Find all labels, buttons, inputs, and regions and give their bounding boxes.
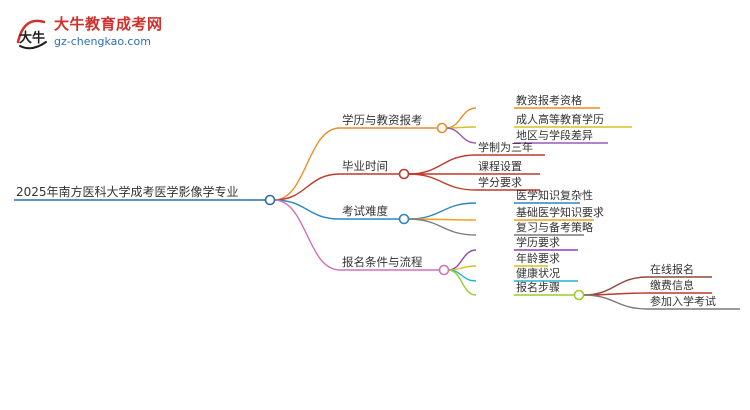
leaf-node-2-0-label: 医学知识复杂性 — [516, 188, 593, 202]
edge-branch-3-leaf-1 — [447, 265, 477, 271]
branch-node-2-label: 考试难度 — [342, 204, 388, 218]
branch-node-0-knob[interactable] — [436, 122, 448, 134]
branch-node-3-label: 报名条件与流程 — [342, 255, 423, 269]
leaf-node-2-1-label: 基础医学知识要求 — [516, 205, 604, 219]
sub-node-2-label: 参加入学考试 — [650, 294, 716, 308]
leaf-node-2-1[interactable]: 基础医学知识要求 — [514, 205, 604, 221]
leaf-node-1-0-label: 学制为三年 — [478, 140, 533, 154]
leaf-node-0-2[interactable]: 地区与学段差异 — [514, 128, 608, 144]
leaf-node-2-0[interactable]: 医学知识复杂性 — [514, 188, 593, 204]
leaf-node-0-2-label: 地区与学段差异 — [516, 128, 593, 142]
branch-node-1[interactable]: 毕业时间 — [340, 159, 400, 175]
leaf-node-0-0[interactable]: 教资报考资格 — [514, 93, 600, 109]
edge-layer — [273, 107, 649, 310]
edge-branch-3-leaf-0 — [447, 249, 477, 271]
edge-leaf-3-3-sub-0 — [582, 276, 649, 296]
leaf-node-3-2[interactable]: 健康状况 — [514, 266, 578, 282]
edge-leaf-3-3-sub-2 — [582, 294, 649, 310]
sub-node-1[interactable]: 缴费信息 — [648, 278, 712, 294]
edge-branch-1-leaf-0 — [407, 154, 477, 175]
root-node[interactable]: 2025年南方医科大学成考医学影像学专业 — [14, 184, 268, 201]
edge-root-branch-1 — [273, 173, 341, 201]
sub-node-0-label: 在线报名 — [650, 262, 694, 276]
branch-node-3[interactable]: 报名条件与流程 — [340, 255, 440, 271]
branch-node-0[interactable]: 学历与教资报考 — [340, 113, 438, 129]
leaf-node-3-0-label: 学历要求 — [516, 235, 560, 249]
leaf-node-3-2-label: 健康状况 — [516, 266, 560, 280]
leaf-node-1-2[interactable]: 学分要求 — [476, 175, 540, 191]
brand-url[interactable]: gz-chengkao.com — [54, 35, 151, 48]
edge-branch-2-leaf-2 — [407, 218, 477, 236]
leaf-node-3-0[interactable]: 学历要求 — [514, 235, 578, 251]
branch-node-1-label: 毕业时间 — [342, 159, 388, 173]
branch-node-3-knob[interactable] — [438, 264, 450, 276]
brand-title: 大牛教育成考网 — [54, 15, 163, 33]
branch-node-1-knob[interactable] — [398, 168, 410, 180]
logo-mark-text: 大牛 — [19, 30, 45, 46]
root-node-knob[interactable] — [264, 194, 276, 206]
edge-branch-1-leaf-2 — [407, 173, 477, 191]
leaf-node-3-3[interactable]: 报名步骤 — [514, 280, 575, 296]
edge-branch-2-leaf-0 — [407, 202, 477, 220]
leaf-node-0-1-label: 成人高等教育学历 — [516, 112, 604, 126]
edge-root-branch-0 — [273, 127, 341, 201]
brand-logo[interactable]: 大牛 大牛教育成考网 gz-chengkao.com — [14, 12, 184, 56]
sub-node-2[interactable]: 参加入学考试 — [648, 294, 740, 310]
edge-branch-0-leaf-0 — [445, 107, 477, 129]
root-node-label: 2025年南方医科大学成考医学影像学专业 — [16, 184, 239, 199]
node-layer: 2025年南方医科大学成考医学影像学专业 学历与教资报考 教资报考资格成人高等教育学… — [14, 93, 740, 310]
leaf-node-1-1-label: 课程设置 — [478, 160, 522, 173]
leaf-node-1-0[interactable]: 学制为三年 — [476, 140, 545, 156]
leaf-node-3-1[interactable]: 年龄要求 — [514, 251, 560, 267]
leaf-node-2-2[interactable]: 复习与备考策略 — [514, 220, 593, 236]
branch-node-2-knob[interactable] — [398, 213, 410, 225]
sub-node-1-label: 缴费信息 — [650, 278, 694, 292]
branch-node-2[interactable]: 考试难度 — [340, 204, 400, 220]
leaf-node-1-1[interactable]: 课程设置 — [476, 160, 540, 175]
edge-root-branch-3 — [273, 199, 341, 271]
branch-node-0-label: 学历与教资报考 — [342, 113, 423, 127]
edge-branch-3-leaf-3 — [447, 269, 477, 296]
sub-node-0[interactable]: 在线报名 — [648, 262, 712, 278]
edge-branch-0-leaf-2 — [445, 127, 477, 144]
leaf-node-1-2-label: 学分要求 — [478, 175, 522, 189]
leaf-node-2-2-label: 复习与备考策略 — [516, 220, 593, 234]
leaf-node-3-1-label: 年龄要求 — [516, 251, 560, 265]
leaf-node-0-1[interactable]: 成人高等教育学历 — [514, 112, 632, 128]
leaf-node-3-3-label: 报名步骤 — [516, 280, 560, 294]
logo-mark-icon: 大牛 — [16, 19, 47, 50]
leaf-node-3-3-knob[interactable] — [573, 289, 585, 301]
leaf-node-0-0-label: 教资报考资格 — [516, 93, 582, 107]
edge-root-branch-2 — [273, 199, 341, 220]
